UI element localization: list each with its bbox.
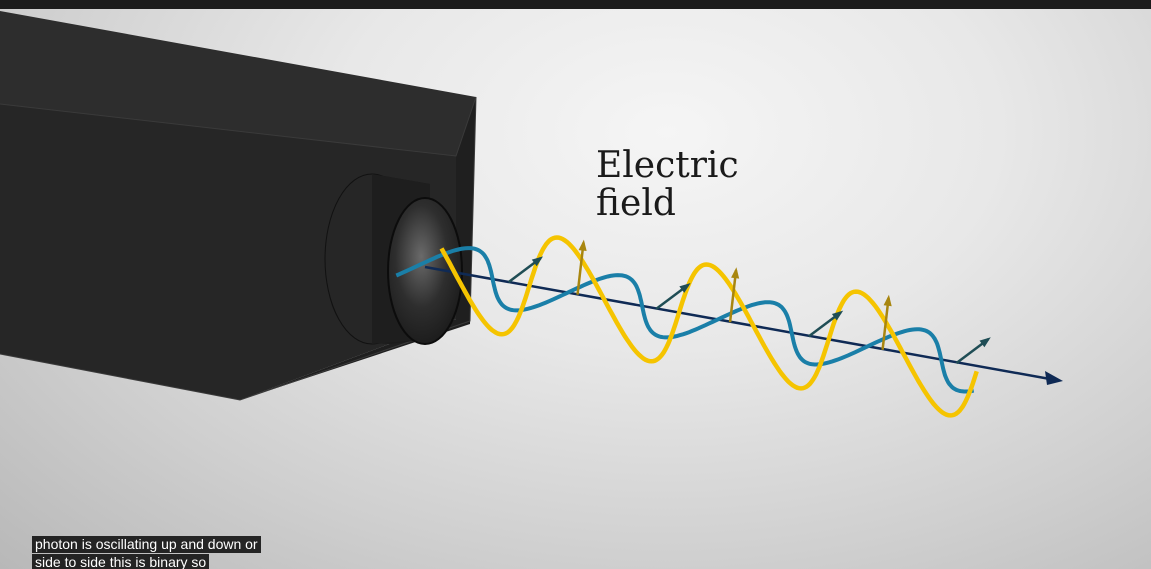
video-frame[interactable]: Electric field photon is oscillating up … — [0, 9, 1151, 569]
blue-arrow-1-head — [531, 256, 544, 267]
light-source-box — [0, 11, 477, 401]
blue-arrow-3-head — [831, 310, 844, 321]
blue-arrow-2-head — [679, 283, 691, 293]
lens-barrel — [324, 173, 463, 345]
arrow-right-icon — [1045, 371, 1063, 385]
horizontal-wave — [395, 246, 975, 394]
wave-group — [395, 235, 991, 418]
gold-arrow-2 — [728, 270, 738, 323]
gold-arrow-1 — [576, 242, 585, 295]
gold-arrow-1-head — [578, 239, 587, 252]
label-line-1: Electric — [596, 145, 739, 186]
label-line-2: field — [596, 183, 676, 224]
blue-arrow-4-head — [979, 337, 991, 348]
box-side-face — [0, 104, 456, 400]
box-top-face — [0, 11, 476, 156]
propagation-axis — [424, 265, 1063, 385]
scene-illustration — [0, 11, 1063, 418]
gold-arrow-3 — [881, 297, 890, 350]
electric-field-label: Electric field — [596, 147, 739, 223]
caption-line-1: photon is oscillating up and down or — [32, 536, 261, 553]
gold-arrow-3-head — [883, 294, 892, 307]
vertical-wave — [439, 235, 979, 418]
lens-glass — [387, 197, 463, 345]
caption-line-2: side to side this is binary so — [32, 554, 210, 569]
gold-arrow-2-head — [731, 267, 740, 279]
box-front-outline — [0, 96, 477, 401]
captions-box: photon is oscillating up and down or sid… — [32, 536, 261, 569]
